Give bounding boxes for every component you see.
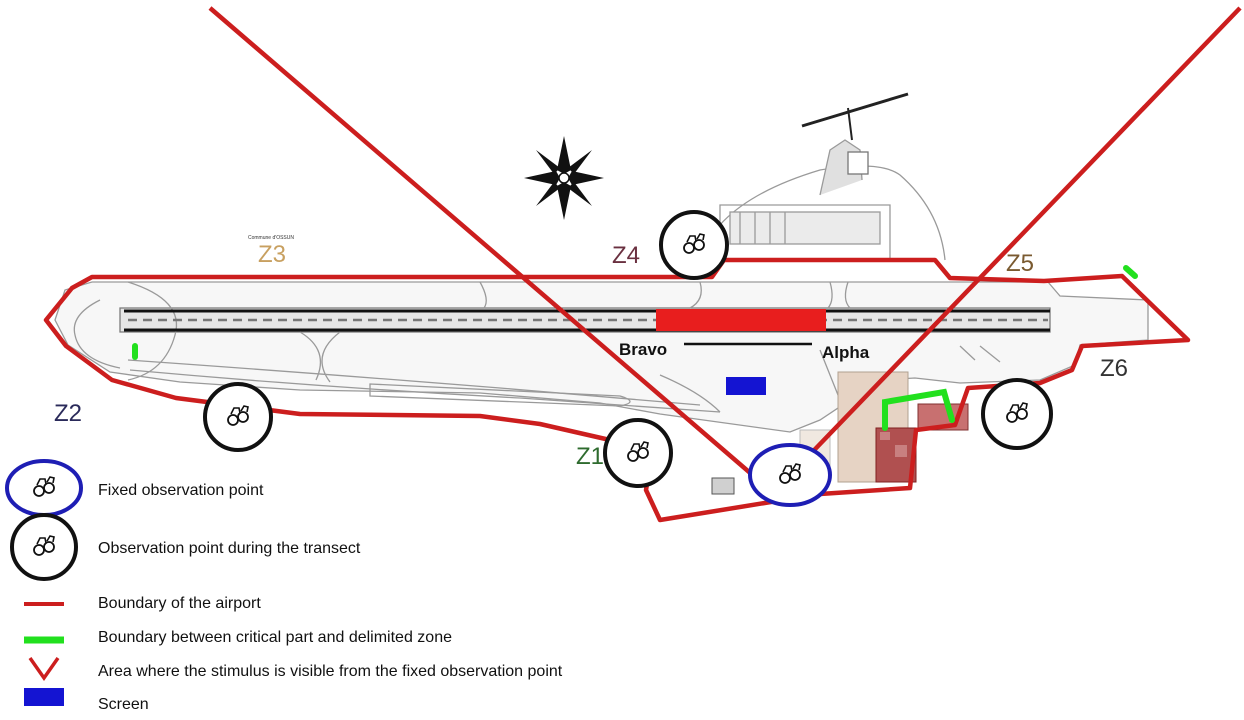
blue-rect-icon [24, 688, 64, 706]
legend-icons [5, 459, 83, 706]
fixed-observation-point [748, 443, 832, 507]
legend-label-screen: Screen [98, 696, 149, 713]
compass-rose-icon [524, 136, 604, 220]
critical-zone-boundary [132, 265, 1138, 431]
binoculars-black-circle-icon [10, 513, 78, 581]
zone-label-z2: Z2 [54, 400, 82, 427]
helicopter-icon [801, 92, 909, 141]
runway-segment-red [656, 309, 826, 331]
stimulus-visibility-lines [208, 6, 1242, 492]
runway-label-bravo: Bravo [619, 340, 667, 359]
legend-label-visibility-area: Area where the stimulus is visible from … [98, 663, 563, 680]
legend-label-transect: Observation point during the transect [98, 540, 361, 557]
observation-point-transect [659, 210, 729, 280]
airport-boundary [43, 257, 1191, 523]
legend-label-fixed: Fixed observation point [98, 482, 264, 499]
binoculars-blue-circle-icon [5, 459, 83, 517]
legend-label-airport-boundary: Boundary of the airport [98, 595, 261, 612]
zone-label-z1: Z1 [576, 443, 604, 470]
observation-point-transect [603, 418, 673, 488]
zone-labels: Z1 Z2 Z3 Z4 Z5 Z6 [54, 241, 1128, 470]
red-v-icon [28, 656, 60, 682]
commune-label: Commune d'OSSUN [248, 235, 294, 241]
runway-label-alpha: Alpha [822, 343, 870, 362]
zone-label-z5: Z5 [1006, 250, 1034, 277]
observation-point-transect [981, 378, 1053, 450]
legend-label-critical-boundary: Boundary between critical part and delim… [98, 629, 452, 646]
zone-label-z6: Z6 [1100, 355, 1128, 382]
zone-label-z3: Z3 [258, 241, 286, 268]
observation-point-transect [203, 382, 273, 452]
zone-label-z4: Z4 [612, 242, 640, 269]
screen [726, 377, 766, 395]
transect-observation-points [203, 210, 1053, 488]
